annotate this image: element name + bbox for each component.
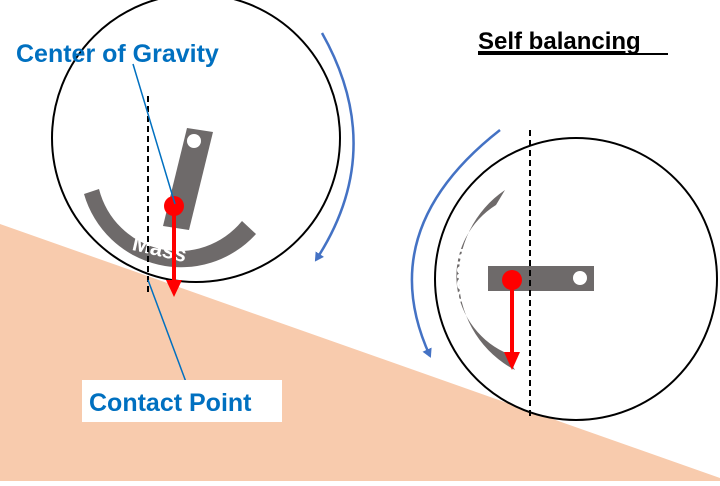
left-rotation-arrow-icon — [314, 32, 355, 262]
left-pivot-icon — [187, 134, 201, 148]
center-of-gravity-leader-line — [132, 63, 176, 205]
contact-point-label-box — [82, 380, 282, 422]
diagram-title: Self balancing — [478, 28, 641, 55]
right-wheel: Mass — [410, 129, 718, 421]
contact-point-leader-line — [147, 279, 187, 383]
left-mass-arc — [84, 189, 256, 268]
right-center-of-gravity-dot — [502, 270, 522, 290]
left-gravity-arrowhead — [166, 280, 182, 297]
left-wheel: Mass — [51, 0, 355, 297]
contact-point-label: Contact Point — [89, 389, 252, 417]
right-mass-arc — [456, 190, 515, 370]
center-of-gravity-label: Center of Gravity — [16, 40, 219, 68]
right-mass-label: Mass — [452, 247, 477, 302]
right-rotation-arrow-icon — [410, 129, 501, 358]
left-center-of-gravity-dot — [164, 196, 184, 216]
right-gravity-arrowhead — [504, 352, 520, 370]
right-pivot-icon — [573, 271, 587, 285]
